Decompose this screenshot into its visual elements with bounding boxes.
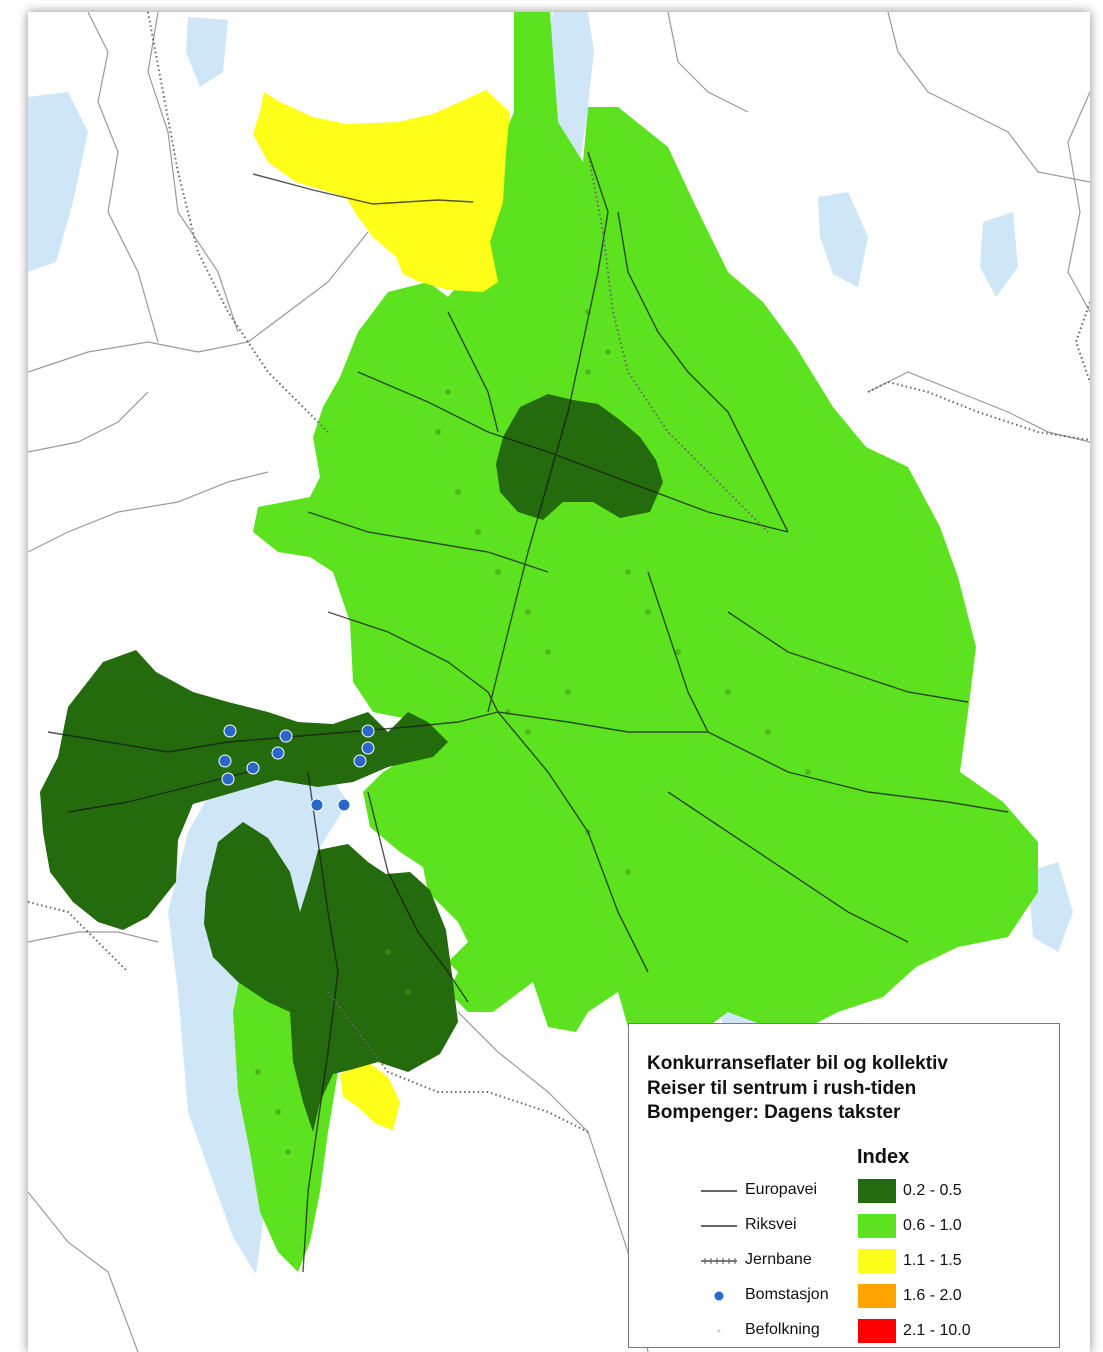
toll-station-dot-icon xyxy=(279,729,293,743)
map-canvas[interactable] xyxy=(28,12,1090,1352)
railway-network xyxy=(28,12,1090,1133)
legend-row: Befolkning 2.1 - 10.0 xyxy=(629,1319,1059,1343)
legend-symbol-label: Europavei xyxy=(745,1181,818,1198)
lake-east xyxy=(818,192,868,287)
toll-station-dot-icon xyxy=(361,724,375,738)
toll-stations xyxy=(218,724,375,812)
toll-station-dot-icon xyxy=(353,754,367,768)
legend-range: 1.1 - 1.5 xyxy=(903,1252,962,1269)
toll-station-dot-icon xyxy=(218,754,232,768)
map-frame: Konkurranseflater bil og kollektiv Reise… xyxy=(28,12,1090,1352)
legend-range: 1.6 - 2.0 xyxy=(903,1287,962,1304)
toll-station-dot-icon xyxy=(337,798,351,812)
legend-swatch xyxy=(858,1179,896,1203)
legend-swatch xyxy=(858,1319,896,1343)
region-dark-green-south xyxy=(204,822,458,1132)
lake-northwest xyxy=(186,17,228,87)
legend-symbol-label: Jernbane xyxy=(745,1251,812,1268)
population-dot-icon xyxy=(717,1329,721,1333)
legend-swatch xyxy=(858,1249,896,1273)
toll-station-dot-icon xyxy=(221,772,235,786)
legend-symbol-label: Befolkning xyxy=(745,1321,820,1338)
toll-station-dot-icon xyxy=(310,798,324,812)
region-yellow-south xyxy=(340,1062,400,1130)
legend-swatch xyxy=(858,1284,896,1308)
legend-title-line: Reiser til sentrum i rush-tiden xyxy=(647,1077,917,1099)
population-texture xyxy=(255,309,811,1155)
toll-station-dot-icon xyxy=(246,761,260,775)
region-light-green-main xyxy=(253,12,1038,1052)
legend-title-line: Konkurranseflater bil og kollektiv xyxy=(647,1053,948,1074)
lake-far-east xyxy=(1028,862,1073,952)
map-legend: Konkurranseflater bil og kollektiv Reise… xyxy=(628,1023,1060,1348)
legend-range: 0.2 - 0.5 xyxy=(903,1182,962,1199)
toll-station-dot-icon xyxy=(361,741,375,755)
legend-range: 0.6 - 1.0 xyxy=(903,1217,962,1234)
road-line-icon xyxy=(701,1190,737,1192)
region-dark-green-west xyxy=(40,650,448,930)
lake-northeast xyxy=(980,212,1018,297)
lake-west xyxy=(28,92,88,272)
legend-swatch xyxy=(858,1214,896,1238)
region-yellow-north xyxy=(253,90,510,292)
legend-title-line: Bompenger: Dagens takster xyxy=(647,1102,901,1123)
legend-range: 2.1 - 10.0 xyxy=(903,1322,971,1339)
legend-row: Riksvei 0.6 - 1.0 xyxy=(629,1214,1059,1238)
legend-row: Bomstasjon 1.6 - 2.0 xyxy=(629,1284,1059,1308)
legend-title: Konkurranseflater bil og kollektiv Reise… xyxy=(647,1052,948,1126)
toll-station-dot-icon xyxy=(223,724,237,738)
legend-index-heading: Index xyxy=(857,1146,910,1168)
railway-line-icon xyxy=(701,1258,737,1264)
region-dark-green-central xyxy=(496,394,663,520)
legend-row: Europavei 0.2 - 0.5 xyxy=(629,1179,1059,1203)
legend-symbol-label: Riksvei xyxy=(745,1216,797,1233)
legend-row: Jernbane 1.1 - 1.5 xyxy=(629,1249,1059,1273)
toll-station-dot-icon xyxy=(714,1291,724,1301)
toll-station-dot-icon xyxy=(271,746,285,760)
road-line-icon xyxy=(701,1225,737,1227)
legend-symbol-label: Bomstasjon xyxy=(745,1286,829,1303)
